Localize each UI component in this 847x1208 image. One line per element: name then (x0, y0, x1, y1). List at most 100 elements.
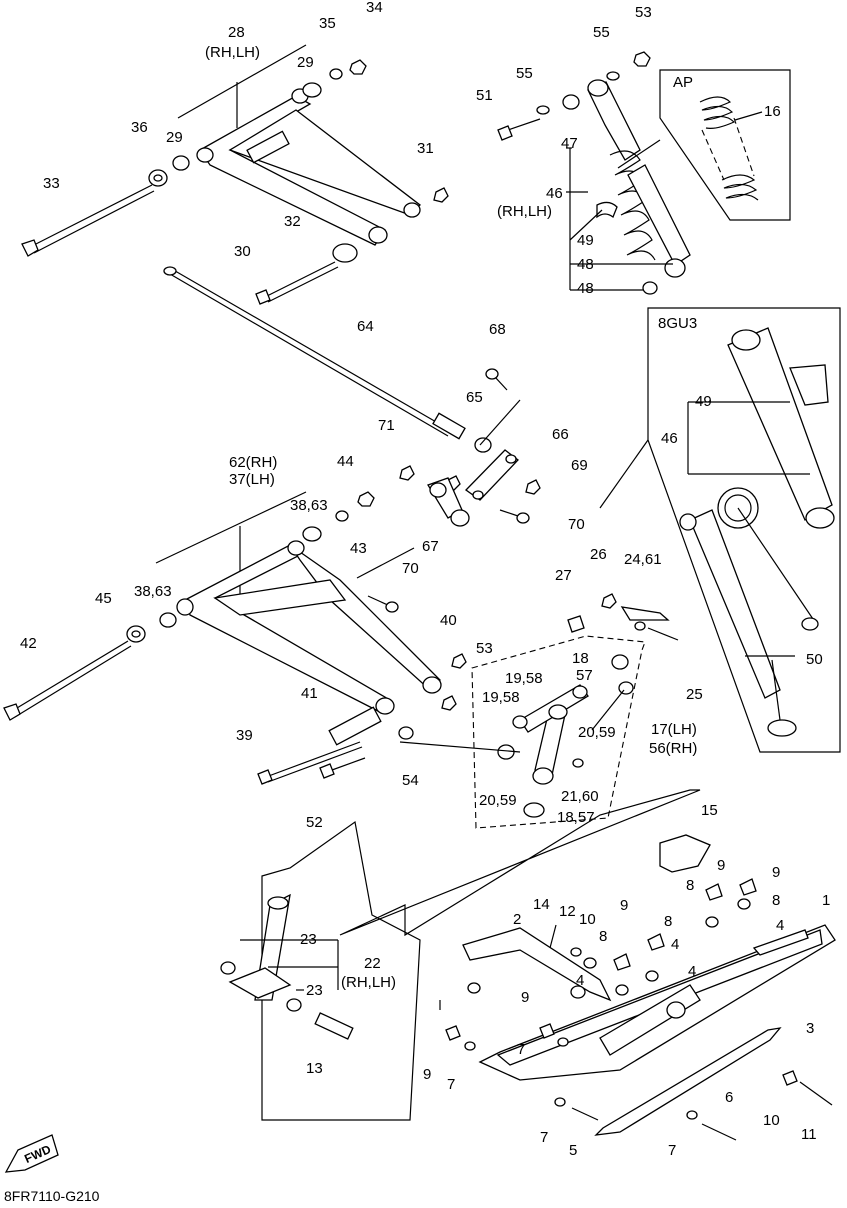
callout-40: 40 (440, 612, 457, 629)
diagram-ref-code: 8FR7110-G210 (4, 1188, 100, 1204)
callout-9-left-b: 9 (423, 1066, 432, 1083)
callout-15: 15 (701, 802, 718, 819)
lower-a-arm (155, 491, 442, 715)
callout-35: 35 (319, 15, 336, 32)
callout-46: 46 (546, 185, 563, 202)
callout-65: 65 (466, 389, 483, 406)
callout-1: 1 (822, 892, 831, 909)
callout-22: 22 (364, 955, 381, 972)
callout-8-right-b: 8 (772, 892, 781, 909)
callout-50: 50 (806, 651, 823, 668)
callout-49-alt: 49 (695, 393, 712, 410)
callout-3: 3 (806, 1020, 815, 1037)
callout-57: 57 (576, 667, 593, 684)
callout-66: 66 (552, 426, 569, 443)
callout-16: 16 (764, 103, 781, 120)
callout-53-top: 53 (635, 4, 652, 21)
callout-6: 6 (725, 1089, 734, 1106)
callout-52: 52 (306, 814, 323, 831)
callout-8-mid-b: 8 (664, 913, 673, 930)
ski-column (220, 820, 421, 1121)
callout-48-lower: 48 (577, 280, 594, 297)
callout-rhlh-upper: (RH,LH) (205, 44, 260, 61)
callout-29-upper: 29 (297, 54, 314, 71)
callout-7-bottom-left: 7 (540, 1129, 549, 1146)
callout-11: 11 (801, 1126, 817, 1143)
callout-54: 54 (402, 772, 419, 789)
fwd-arrow-icon (4, 1134, 59, 1173)
alt-box-label: 8GU3 (658, 315, 698, 332)
callout-rhlh-column: (RH,LH) (341, 974, 396, 991)
callout-70-upper: 70 (568, 516, 585, 533)
callout-23-upper: 23 (300, 931, 317, 948)
upper-a-arm (177, 44, 421, 246)
callout-69: 69 (571, 457, 588, 474)
callout-46-alt: 46 (661, 430, 678, 447)
callout-68: 68 (489, 321, 506, 338)
callout-10-upper: 10 (579, 911, 596, 928)
callout-7-left-b: 7 (447, 1076, 456, 1093)
callout-38-63-upper: 38,63 (290, 497, 328, 514)
callout-47: 47 (561, 135, 578, 152)
callout-28: 28 (228, 24, 245, 41)
callout-rhlh-shock: (RH,LH) (497, 203, 552, 220)
callout-70-lower: 70 (402, 560, 419, 577)
callout-33: 33 (43, 175, 60, 192)
ski (339, 789, 836, 1141)
callout-29-lower: 29 (166, 129, 183, 146)
callout-32: 32 (284, 213, 301, 230)
stabilizer-link (399, 368, 541, 527)
callout-4-right: 4 (776, 917, 785, 934)
callout-19-58-upper: 19,58 (505, 670, 543, 687)
callout-4-lower: 4 (688, 963, 697, 980)
callout-30: 30 (234, 243, 251, 260)
callout-2: 2 (513, 911, 522, 928)
callout-36: 36 (131, 119, 148, 136)
callout-71: 71 (378, 417, 395, 434)
callout-4-left: 4 (576, 972, 585, 989)
callout-39: 39 (236, 727, 253, 744)
callout-9-left-a: 9 (521, 989, 530, 1006)
callout-31: 31 (417, 140, 434, 157)
callout-7-bottom-right: 7 (668, 1142, 677, 1159)
callout-4-mid: 4 (671, 936, 680, 953)
callout-27: 27 (555, 567, 572, 584)
callout-43: 43 (350, 540, 367, 557)
callout-10-lower: 10 (763, 1112, 780, 1129)
callout-24-61: 24,61 (624, 551, 662, 568)
callout-12: 12 (559, 903, 576, 920)
callout-19-58-lower: 19,58 (482, 689, 520, 706)
callout-26: 26 (590, 546, 607, 563)
callout-18-57: 18,57 (557, 809, 595, 826)
callout-9-mid-a: 9 (620, 897, 629, 914)
callout-18: 18 (572, 650, 589, 667)
callout-21-60: 21,60 (561, 788, 599, 805)
callout-9-right-a: 9 (717, 857, 726, 874)
callout-37-lh: 37(LH) (229, 471, 275, 488)
callout-5: 5 (569, 1142, 578, 1159)
callout-62-rh: 62(RH) (229, 454, 278, 471)
callout-64: 64 (357, 318, 374, 335)
callout-25: 25 (686, 686, 703, 703)
callout-55-right: 55 (593, 24, 610, 41)
callout-34: 34 (366, 0, 383, 16)
callout-8-right-a: 8 (686, 877, 695, 894)
alt-shock-box (599, 307, 841, 753)
callout-9-right-b: 9 (772, 864, 781, 881)
ap-box-label: AP (673, 74, 694, 91)
upper-arm-hardware (21, 59, 449, 305)
callout-8-mid-a: 8 (599, 928, 608, 945)
lower-arm-hardware (3, 491, 467, 785)
callout-17-lh: 17(LH) (651, 721, 697, 738)
spindle-box (399, 593, 679, 829)
callout-53-lower: 53 (476, 640, 493, 657)
callout-51: 51 (476, 87, 493, 104)
callout-14: 14 (533, 896, 550, 913)
ap-box (617, 69, 791, 221)
callout-42: 42 (20, 635, 37, 652)
callout-44: 44 (337, 453, 354, 470)
callout-48-upper: 48 (577, 256, 594, 273)
callout-38-63-lower: 38,63 (134, 583, 172, 600)
callout-20-59-right: 20,59 (578, 724, 616, 741)
